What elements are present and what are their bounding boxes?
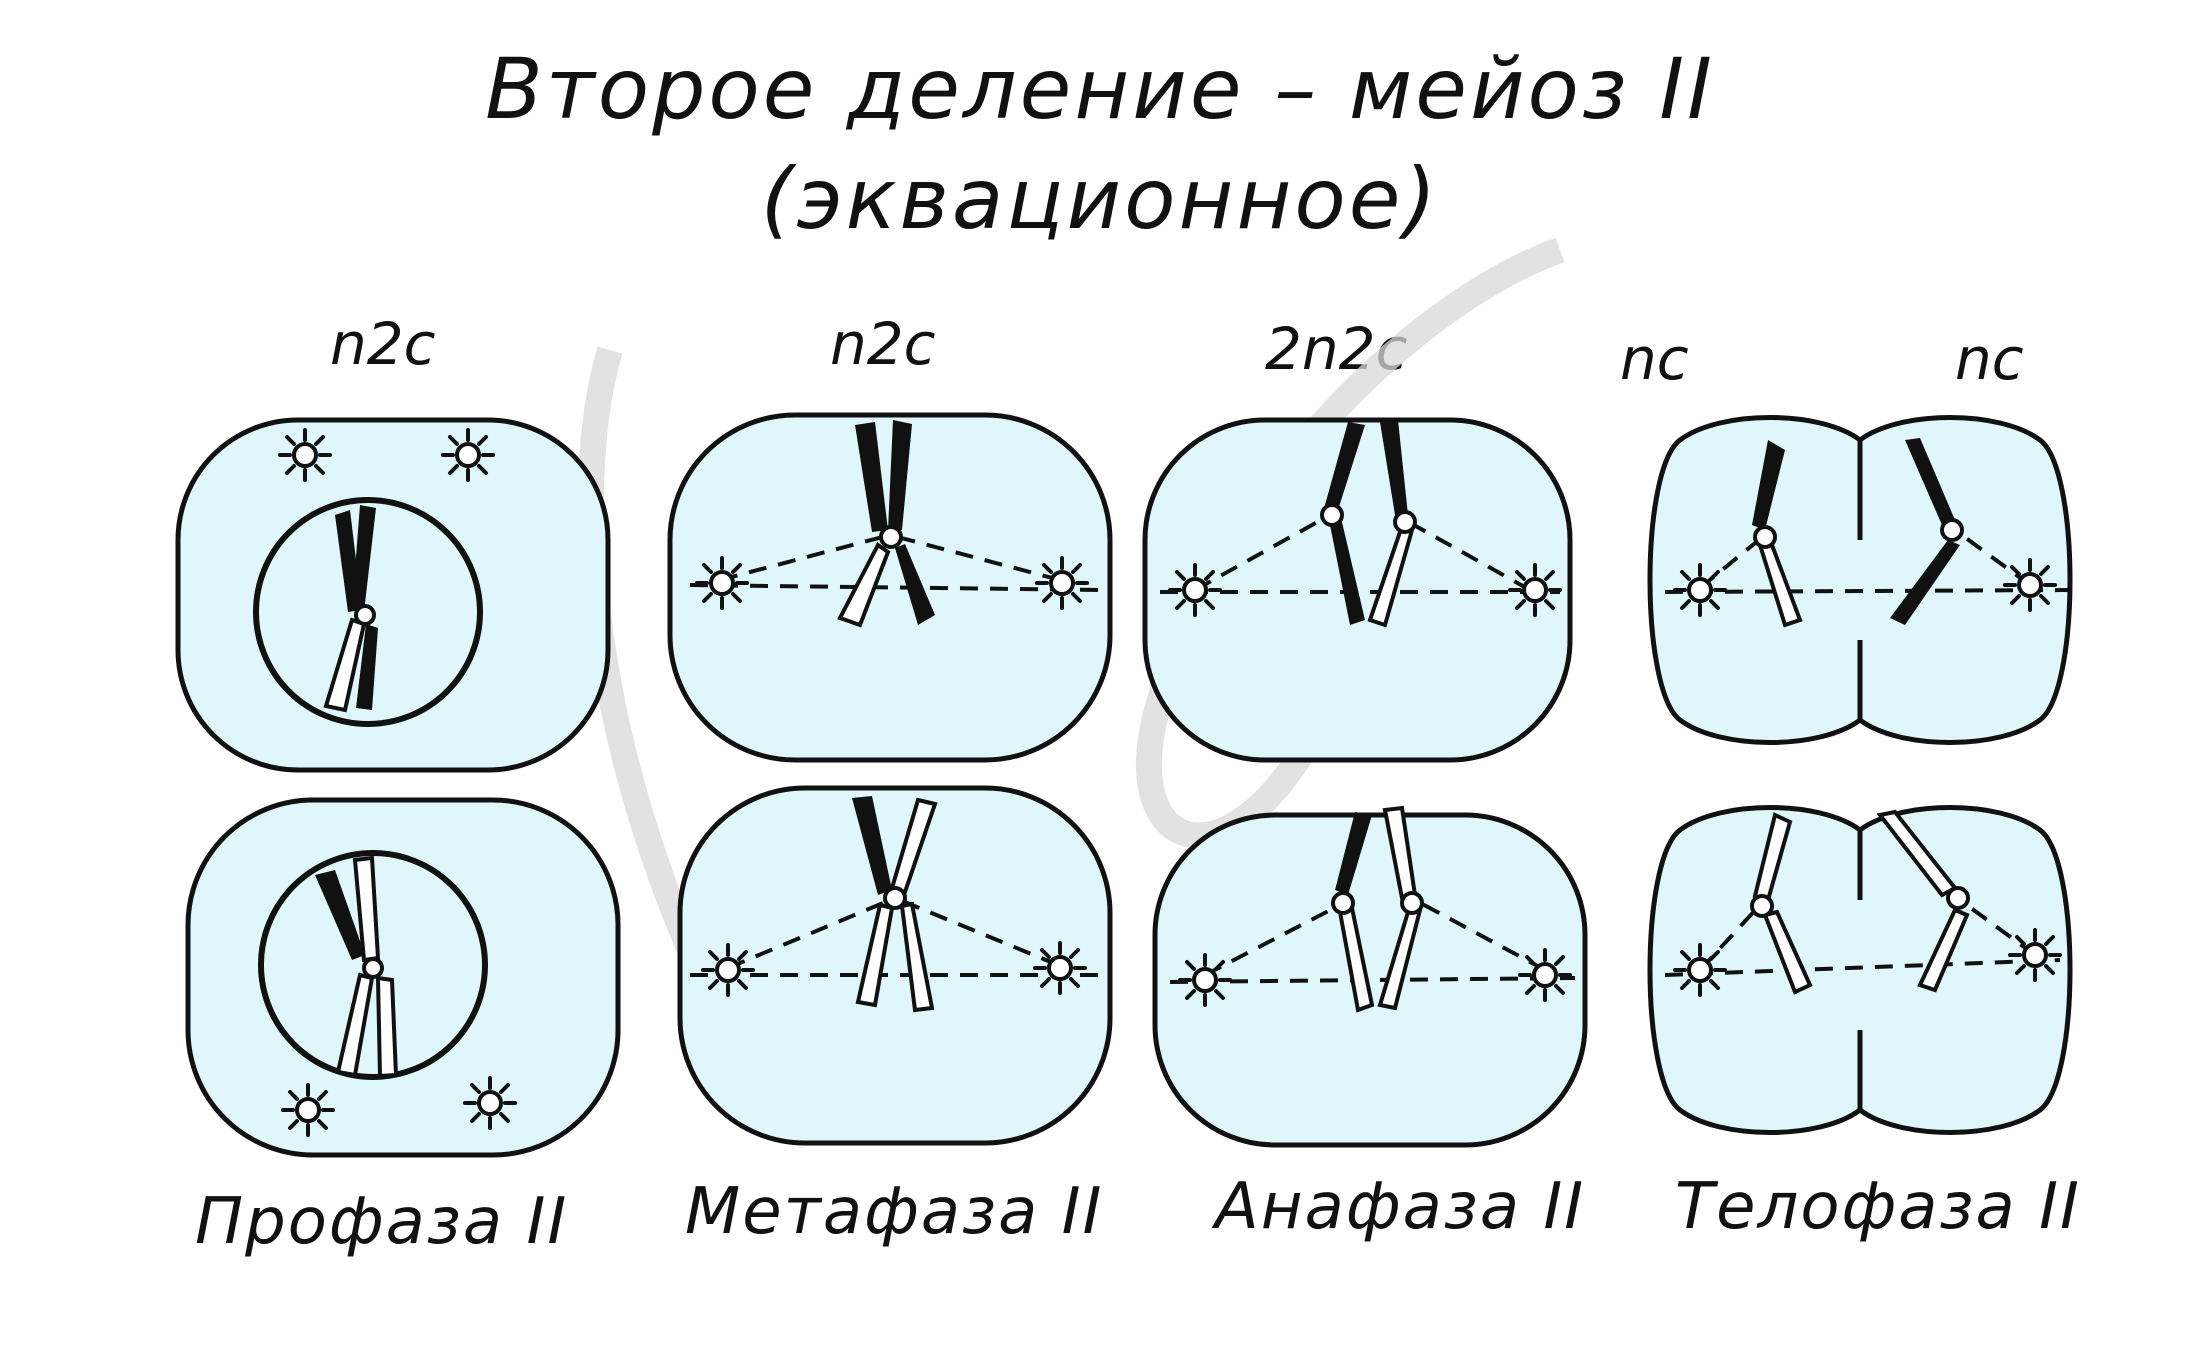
phase-label-anaphase: Анафаза II: [1215, 1170, 1586, 1244]
centriole-icon: [441, 428, 495, 482]
chromosome-icon: [837, 420, 935, 628]
chromosome-icon: [315, 855, 399, 1079]
centromere: [1750, 894, 1774, 918]
centriole-icon: [1035, 556, 1089, 610]
prophase-cell-top: [175, 417, 611, 773]
centriole-icon: [281, 1083, 335, 1137]
ploidy-label-prophase: n2c: [330, 310, 436, 378]
centriole-icon: [278, 428, 332, 482]
centriole-icon: [1168, 563, 1222, 617]
centromere: [1400, 891, 1424, 915]
diagram-subtitle: (эквационное): [760, 150, 1440, 248]
ploidy-label-telophase-left: nc: [1620, 325, 1689, 393]
telophase-cell-bottom: [1647, 805, 2073, 1135]
telophase-cell-top: [1647, 415, 2073, 745]
centromere: [1320, 503, 1344, 527]
anaphase-cell-bottom: [1152, 805, 1588, 1148]
centriole-icon: [1518, 948, 1572, 1002]
prophase-cell-bottom: [185, 797, 621, 1158]
spindle-fibers: [690, 896, 1100, 977]
centriole-icon: [463, 1076, 517, 1130]
phase-label-telophase: Телофаза II: [1675, 1170, 2081, 1244]
chromosome-icon: [1876, 809, 1970, 993]
centromere: [1331, 891, 1355, 915]
phase-label-prophase: Профаза II: [195, 1185, 569, 1259]
chromosome-icon: [1377, 805, 1424, 1011]
spindle-fibers: [1160, 513, 1560, 594]
chromosome-icon: [1750, 812, 1813, 995]
chromosome-icon: [323, 505, 378, 713]
centromere: [1940, 518, 1964, 542]
centriole-icon: [1178, 953, 1232, 1007]
ploidy-label-telophase-right: nc: [1955, 325, 2024, 393]
centriole-icon: [1673, 943, 1727, 997]
chromosome-icon: [852, 796, 938, 1013]
centriole-icon: [2003, 558, 2057, 612]
centromere: [879, 525, 903, 549]
centriole-icon: [1033, 941, 1087, 995]
spindle-fibers: [689, 533, 1101, 592]
centromere: [1946, 886, 1970, 910]
spindle-fibers: [1169, 898, 1576, 984]
centriole-icon: [695, 556, 749, 610]
centromere: [1753, 525, 1777, 549]
centriole-icon: [1508, 563, 1562, 617]
chromosome-icon: [1331, 812, 1375, 1013]
chromosome-icon: [1890, 438, 1964, 625]
centromere: [362, 957, 384, 979]
centromere: [883, 886, 907, 910]
centriole-icon: [2008, 928, 2062, 982]
chromosome-icon: [1367, 420, 1417, 628]
centromere: [1393, 510, 1417, 534]
centromere: [354, 604, 376, 626]
metaphase-cell-top: [667, 412, 1113, 763]
chromosome-icon: [1320, 422, 1365, 625]
diagram-title: Второе деление – мейоз II: [485, 40, 1715, 138]
chromosome-icon: [1752, 440, 1803, 628]
phase-label-metaphase: Метафаза II: [685, 1175, 1104, 1249]
centriole-icon: [1673, 563, 1727, 617]
anaphase-cell-top: [1142, 417, 1573, 763]
metaphase-cell-bottom: [677, 785, 1113, 1146]
centriole-icon: [701, 943, 755, 997]
ploidy-label-metaphase: n2c: [830, 310, 936, 378]
